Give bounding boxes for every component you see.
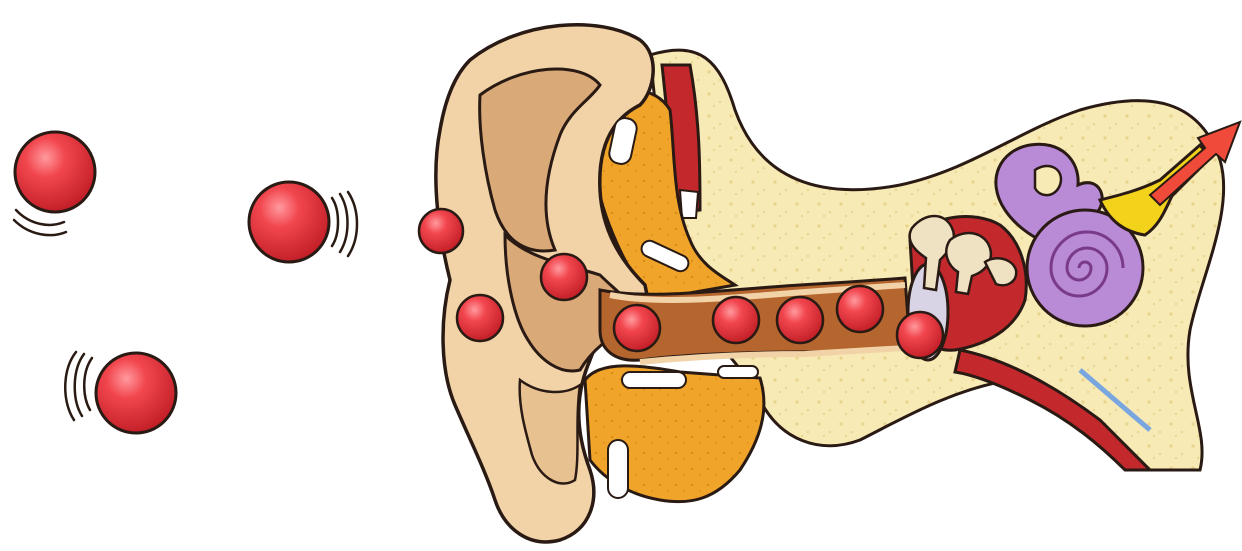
sound-particle xyxy=(419,209,463,253)
bone-highlight-3 xyxy=(622,372,686,388)
sound-particle xyxy=(713,297,759,343)
bone-highlight-5 xyxy=(608,440,628,498)
sound-particle xyxy=(837,286,883,332)
sound-particle xyxy=(897,312,943,358)
sound-particle xyxy=(777,297,823,343)
sound-particle xyxy=(96,353,176,433)
sound-particle xyxy=(541,254,587,300)
bone-highlight-4 xyxy=(718,366,758,378)
sound-particle xyxy=(614,305,660,351)
sound-particle xyxy=(15,132,95,212)
sound-particle xyxy=(457,295,503,341)
semicircular-loop xyxy=(1035,166,1061,195)
sound-particle xyxy=(249,182,329,262)
